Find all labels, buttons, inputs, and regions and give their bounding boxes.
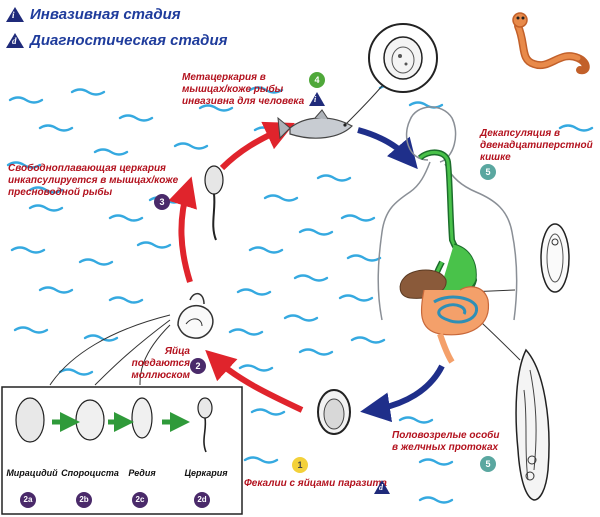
egg-image [317,389,351,435]
label-eggs-eaten: Яйца поедаются моллюском [131,346,190,381]
cercaria-image [204,165,224,241]
legend-infective: i Инвазивная стадия [6,6,181,23]
badge-step-2: 2 [190,358,206,374]
label-metacercaria: Метацеркария в мышцах/коже рыбы инвазивн… [182,72,305,107]
label-cercaria: Свободноплавающая церкария инкапсулирует… [8,163,179,198]
label-adults: Половозрелые особи в желчных протоках [392,430,500,453]
human-body [377,106,518,321]
badge-step-2b: 2b [76,492,92,508]
egg-inset-circle [368,23,438,93]
badge-step-2c: 2c [132,492,148,508]
cycle-arrows [168,121,445,423]
stage-sporocyst: Спороциста [61,468,119,478]
diagnostic-stage-icon: d [6,33,24,48]
badge-step-1: 1 [292,457,308,473]
legend-diagnostic: d Диагностическая стадия [6,32,227,49]
badge-step-2d: 2d [194,492,210,508]
badge-step-3: 3 [154,194,170,210]
badge-step-5-upper: 5 [480,164,496,180]
badge-step-5-lower: 5 [480,456,496,472]
stage-redia: Редия [128,468,156,478]
legend-infective-text: Инвазивная стадия [30,6,181,23]
snail-image [177,292,214,339]
metacercaria-inset [540,223,570,293]
badge-step-2a: 2a [20,492,36,508]
diagnostic-marker-icon: d [374,480,390,494]
infective-marker-icon: i [309,92,325,106]
worm-logo [512,12,590,75]
infective-stage-icon: i [6,7,24,22]
adult-fluke-image [515,348,550,501]
legend-diagnostic-text: Диагностическая стадия [30,32,228,49]
label-feces: Фекалии с яйцами паразита [244,478,387,489]
stage-miracidium: Мирацидий [6,468,58,478]
badge-step-4: 4 [309,72,325,88]
label-excystation: Декапсуляция в двенадцатиперстной кишке [480,128,593,163]
fish-image [277,109,353,140]
stage-cercaria: Церкария [184,468,228,478]
digestive-organs [399,149,490,364]
